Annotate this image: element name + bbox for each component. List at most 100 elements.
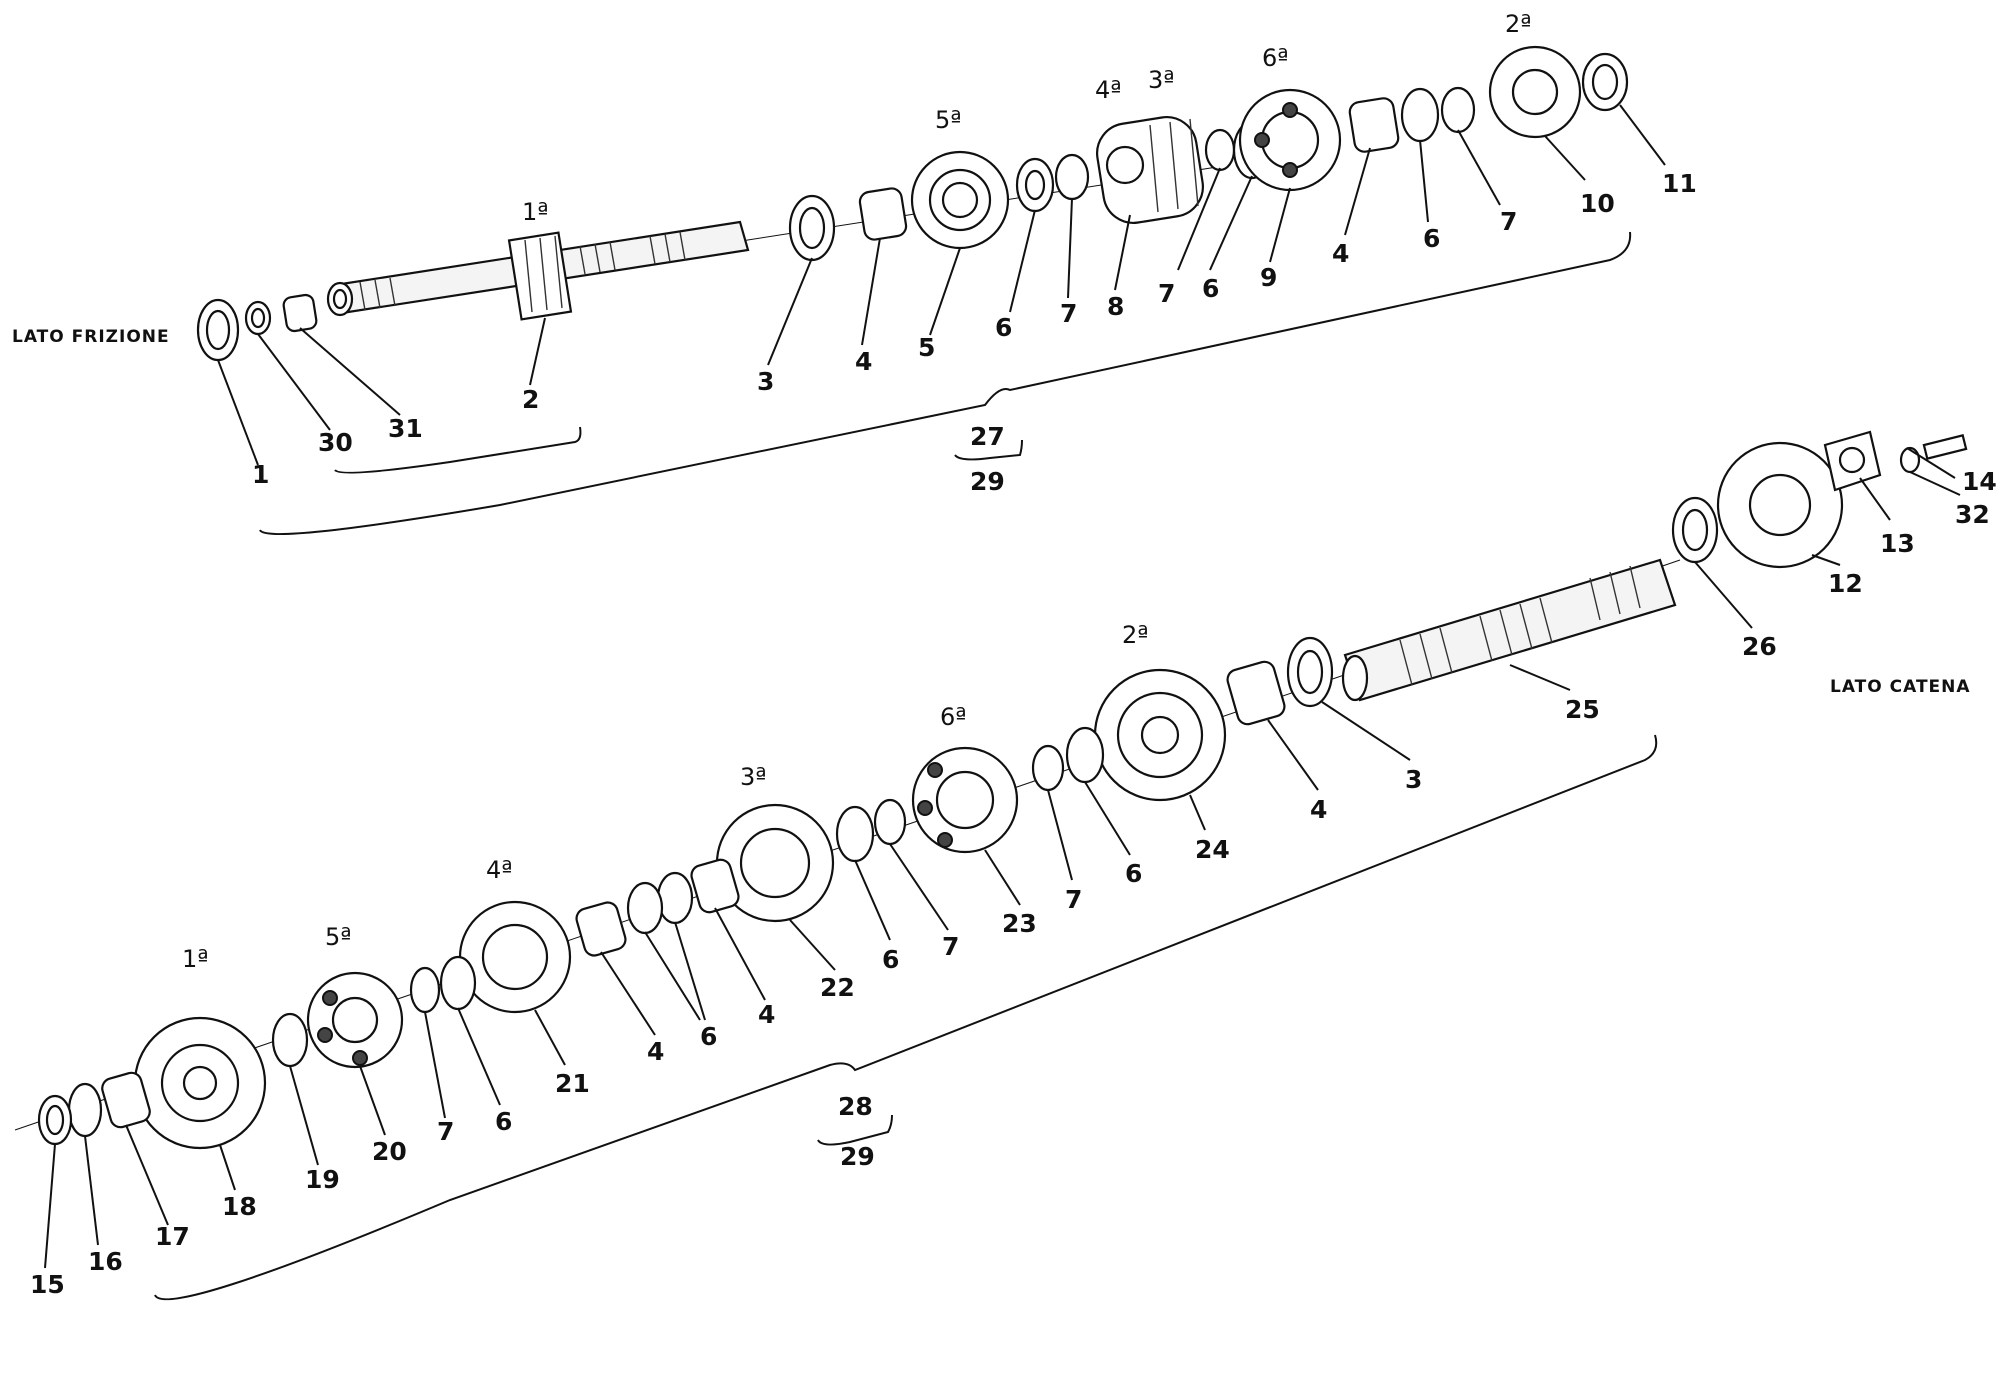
- gear-labels: 1ª 5ª 4ª 3ª 6ª 2ª 2ª 6ª 3ª 4ª 5ª 1ª: [182, 10, 1532, 973]
- callout-23: 23: [1002, 909, 1037, 938]
- callout-31: 31: [388, 414, 423, 443]
- brace-lower-28: [154, 734, 1658, 1301]
- gear-label-upper-1a: 1ª: [522, 198, 549, 226]
- callout-17: 17: [155, 1222, 190, 1251]
- callout-4-upper-a: 4: [855, 347, 872, 376]
- washer-32: [1899, 446, 1921, 474]
- circlip-7-lower-b: [873, 798, 907, 846]
- clutch-side-label: LATO FRIZIONE: [12, 327, 170, 347]
- brace-upper-small: [334, 426, 582, 474]
- callout-28: 28: [838, 1092, 873, 1121]
- secondary-shaft: [1341, 558, 1677, 702]
- needle-bearing-4-upper-b: [1348, 97, 1400, 153]
- callout-30: 30: [318, 428, 353, 457]
- gear-label-upper-4a: 4ª: [1095, 76, 1122, 104]
- callout-10: 10: [1580, 189, 1615, 218]
- callout-7-lower-c: 7: [437, 1117, 454, 1146]
- callout-32: 32: [1955, 500, 1990, 529]
- callout-16: 16: [88, 1247, 123, 1276]
- callout-14: 14: [1962, 467, 1997, 496]
- callout-6-upper-a: 6: [995, 313, 1012, 342]
- lower-callouts: 6 7 23 7 6 22 4 6 4 21 6 7 20 19 18 17 1…: [30, 859, 1142, 1299]
- splined-washer-6-lower-a: [1065, 726, 1105, 784]
- callout-6-lower-b: 6: [882, 945, 899, 974]
- callout-18: 18: [222, 1192, 257, 1221]
- washer-16: [67, 1082, 103, 1138]
- gear-2nd-upper: [1488, 45, 1582, 139]
- washer-19: [271, 1012, 309, 1068]
- callout-5: 5: [918, 333, 935, 362]
- circlip-7-lower-c: [409, 966, 441, 1014]
- callout-26: 26: [1742, 632, 1777, 661]
- circlip-7-upper-c: [1440, 86, 1476, 134]
- circlip-7-lower-a: [1031, 744, 1065, 792]
- sprocket-12: [1716, 441, 1844, 569]
- needle-bearing-4-upper: [858, 187, 908, 241]
- gear-6th-upper: [1238, 88, 1342, 192]
- callout-4-lower-a: 4: [1310, 795, 1327, 824]
- callout-20: 20: [372, 1137, 407, 1166]
- splined-washer-6-lower-c: [656, 871, 694, 925]
- needle-bearing-4-lower-a: [1226, 660, 1286, 726]
- brace-upper-27: [259, 231, 1632, 536]
- callout-27: 27: [970, 422, 1005, 451]
- callout-22: 22: [820, 973, 855, 1002]
- callout-6-upper-b: 6: [1202, 274, 1219, 303]
- callout-7-lower-b: 7: [942, 932, 959, 961]
- callout-1: 1: [252, 460, 269, 489]
- gear-4th-3rd-upper: [1096, 116, 1204, 224]
- callout-3-lower: 3: [1405, 765, 1422, 794]
- splined-washer-6-upper-c: [1400, 87, 1440, 143]
- gear-label-lower-4a: 4ª: [486, 856, 513, 884]
- callout-24: 24: [1195, 835, 1230, 864]
- brace-lower-29: [817, 1114, 893, 1146]
- circlip-7-upper-b: [1204, 128, 1236, 172]
- upper-callouts: 1 30 31 2 3 4 5 6 7 8 7 6 9 4 6 7 10 11 …: [252, 169, 1697, 496]
- gear-label-upper-2a: 2ª: [1505, 10, 1532, 38]
- callout-9: 9: [1260, 263, 1277, 292]
- splined-washer-6-lower-b: [835, 805, 875, 863]
- callout-6-lower-d: 6: [495, 1107, 512, 1136]
- callout-2: 2: [522, 385, 539, 414]
- callout-19: 19: [305, 1165, 340, 1194]
- circlip-7-upper-a: [1054, 153, 1090, 201]
- gear-5th-upper: [910, 150, 1010, 250]
- callout-4-upper-b: 4: [1332, 239, 1349, 268]
- callout-6-upper-c: 6: [1423, 224, 1440, 253]
- gear-label-lower-5a: 5ª: [325, 923, 352, 951]
- callout-25: 25: [1565, 695, 1600, 724]
- gear-2nd-lower: [1093, 668, 1227, 802]
- splined-washer-6-lower-e: [439, 955, 477, 1011]
- callout-4-lower-b: 4: [758, 1000, 775, 1029]
- gear-1st-primary: [507, 231, 573, 321]
- callout-29-lower: 29: [840, 1142, 875, 1171]
- callout-7-upper-b: 7: [1158, 279, 1175, 308]
- gear-3rd-lower: [715, 803, 835, 923]
- gear-label-upper-5a: 5ª: [935, 106, 962, 134]
- gear-label-lower-2a: 2ª: [1122, 621, 1149, 649]
- lower-shaft-assembly: [14, 430, 1968, 1301]
- callout-11: 11: [1662, 169, 1697, 198]
- splined-washer-6-lower-d: [626, 881, 664, 935]
- callout-7-upper-c: 7: [1500, 207, 1517, 236]
- gear-1st-lower: [133, 1016, 267, 1150]
- callout-29-upper: 29: [970, 467, 1005, 496]
- gear-label-lower-6a: 6ª: [940, 703, 967, 731]
- chain-side-callouts: 14 32 13 12 26 25 3 4 24: [1195, 467, 1997, 864]
- side-labels: LATO FRIZIONE LATO CATENA: [12, 327, 1970, 697]
- gear-6th-lower: [911, 746, 1019, 854]
- brace-upper-29: [954, 439, 1023, 461]
- callout-7-lower-a: 7: [1065, 885, 1082, 914]
- bearing-31: [282, 293, 318, 333]
- callout-8: 8: [1107, 292, 1124, 321]
- callout-13: 13: [1880, 529, 1915, 558]
- upper-shaft-assembly: [196, 45, 1666, 536]
- callout-6-lower-a: 6: [1125, 859, 1142, 888]
- gear-5th-lower: [306, 971, 404, 1069]
- needle-bearing-17: [101, 1071, 151, 1129]
- gear-label-lower-3a: 3ª: [740, 763, 767, 791]
- callout-21: 21: [555, 1069, 590, 1098]
- callout-3-upper: 3: [757, 367, 774, 396]
- gear-label-upper-6a: 6ª: [1262, 44, 1289, 72]
